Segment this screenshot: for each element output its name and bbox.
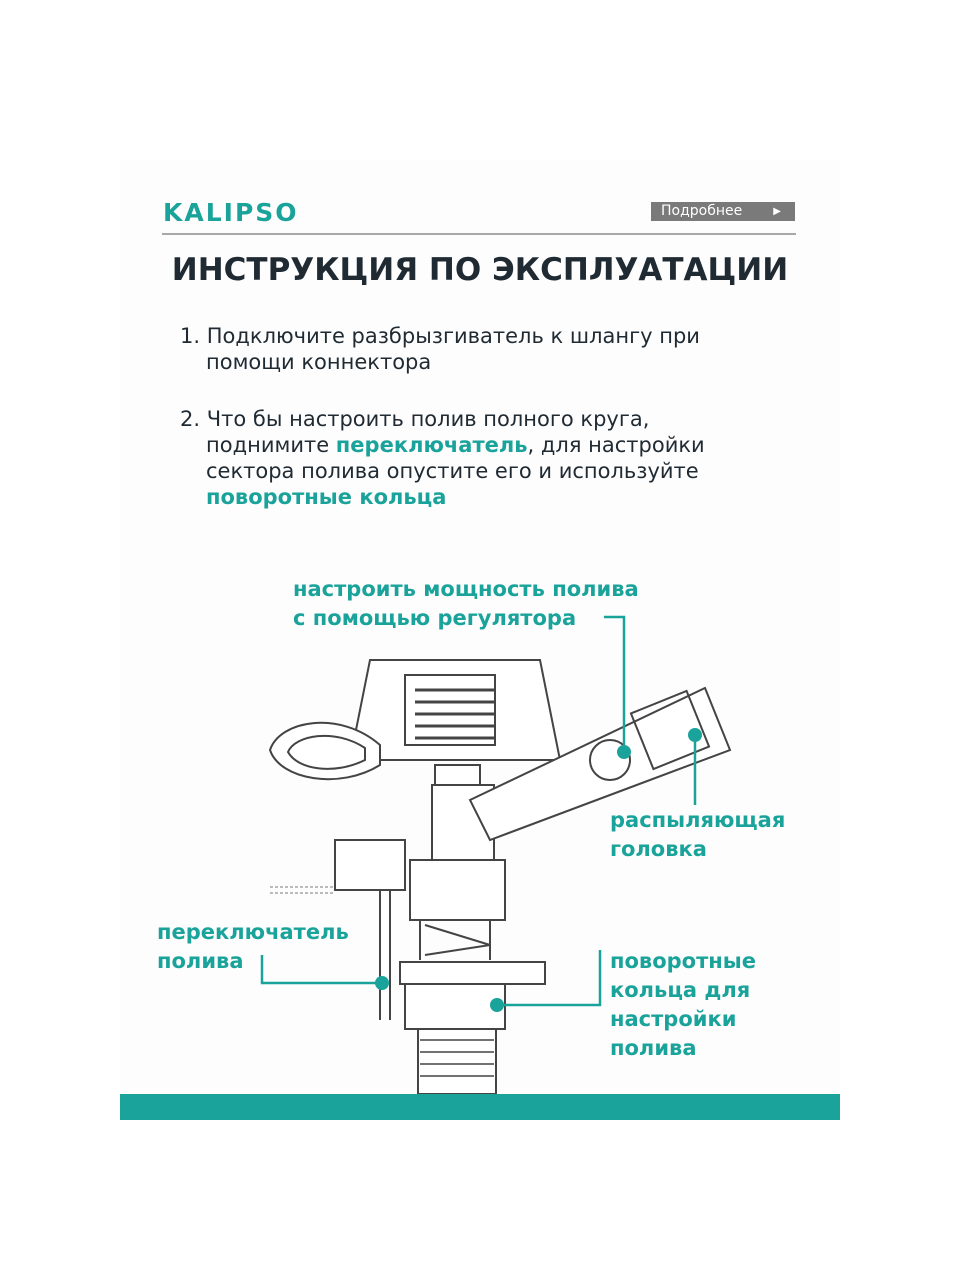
highlight-switch: переключатель — [335, 433, 528, 457]
page-title: ИНСТРУКЦИЯ ПО ЭКСПЛУАТАЦИИ — [171, 252, 789, 288]
callout-text-line: головка — [610, 837, 707, 861]
callout-head: распыляющая головка — [610, 806, 785, 864]
play-arrow-icon: ▶ — [773, 206, 781, 217]
callout-power: настроить мощность полива с помощью регул… — [293, 575, 639, 633]
more-button-label: Подробнее — [661, 203, 743, 219]
callout-text-line: полива — [610, 1036, 697, 1060]
step-text: , для настройки сектора полива опустите … — [206, 433, 705, 483]
callout-text-line: поворотные — [610, 949, 757, 973]
brand-logo: KALIPSO — [163, 198, 299, 227]
callout-text-line: настроить мощность полива — [293, 577, 639, 601]
callout-dot-power — [617, 745, 631, 759]
step-text: Подключите разбрызгиватель к шлангу при … — [206, 324, 700, 374]
callout-dot-rings — [490, 998, 504, 1012]
step-1: 1. Подключите разбрызгиватель к шлангу п… — [180, 323, 740, 375]
callout-text-line: с помощью регулятора — [293, 606, 577, 630]
footer-band — [120, 1094, 840, 1120]
step-2: 2. Что бы настроить полив полного круга,… — [180, 406, 740, 510]
callout-lines — [260, 615, 697, 1007]
callout-switch: переключатель полива — [157, 918, 349, 976]
callout-dot-head — [688, 728, 702, 742]
header-divider — [162, 233, 796, 235]
callout-text-line: переключатель — [157, 920, 349, 944]
callout-dot-switch — [375, 976, 389, 990]
more-button[interactable]: Подробнее ▶ — [651, 202, 795, 221]
callout-text-line: распыляющая — [610, 808, 786, 832]
step-text: Что бы настроить полив полного круга, по… — [206, 407, 650, 457]
callout-text-line: полива — [157, 949, 244, 973]
callout-text-line: кольца для — [610, 978, 751, 1002]
highlight-rings: поворотные кольца — [206, 485, 447, 509]
callout-text-line: настройки — [610, 1007, 737, 1031]
step-number: 1. — [180, 324, 201, 348]
step-number: 2. — [180, 407, 201, 431]
callout-rings: поворотные кольца для настройки полива — [610, 947, 756, 1063]
instruction-card — [120, 160, 840, 1120]
